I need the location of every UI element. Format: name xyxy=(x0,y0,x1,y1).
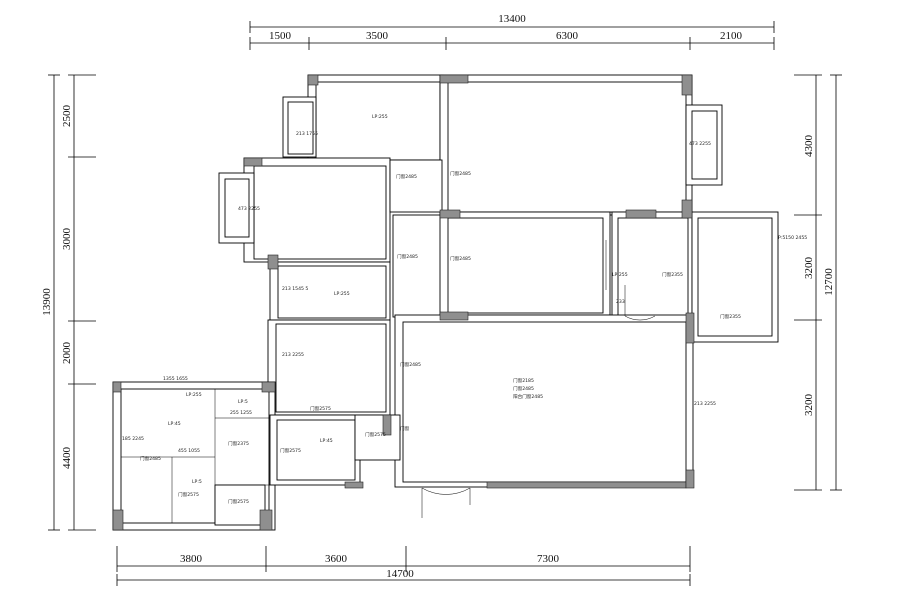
room-label: LP:255 xyxy=(186,392,202,398)
room-label: 213 2255 xyxy=(282,352,304,358)
top-total-dimension: 13400 xyxy=(498,13,526,25)
room-label: 门窗2575 xyxy=(228,498,249,505)
room-label: 门窗2485 xyxy=(513,385,534,392)
top-segment-2: 3500 xyxy=(366,30,389,42)
right-segment-3: 3200 xyxy=(803,394,815,417)
room-label: 473 2255 xyxy=(689,141,711,147)
room-label: LP:45 xyxy=(168,421,181,427)
bottom-segment-2: 3600 xyxy=(325,553,348,565)
room-label: 门窗 xyxy=(400,425,410,432)
room-label: LP:255 xyxy=(612,272,628,278)
bottom-dimensions: 3800 3600 7300 14700 xyxy=(116,546,691,586)
room-label: 455 1055 xyxy=(178,448,200,454)
right-total-dimension: 12700 xyxy=(823,268,835,296)
room-label: 门窗2185 xyxy=(513,377,534,384)
room-label: 门窗2575 xyxy=(365,431,386,438)
room-label: 185 2245 xyxy=(122,436,144,442)
left-total-dimension: 13900 xyxy=(41,288,53,316)
room-label: 255 1255 xyxy=(230,410,252,416)
room-label: 门窗2485 xyxy=(140,455,161,462)
room-label: 213 2255 xyxy=(694,401,716,407)
room-label: 门窗2575 xyxy=(310,405,331,412)
room-label: LP:255 xyxy=(372,114,388,120)
room-label: 门窗2485 xyxy=(397,253,418,260)
right-segment-2: 3200 xyxy=(803,257,815,280)
top-dimensions: 13400 1500 3500 6300 2100 xyxy=(249,13,775,50)
room-label: LP:5 xyxy=(238,399,248,405)
room-label: 门窗2575 xyxy=(178,491,199,498)
room-label: 阳台门窗2485 xyxy=(513,393,543,400)
room-label: 门窗2485 xyxy=(450,170,471,177)
room-label: 门窗2375 xyxy=(228,440,249,447)
bottom-segment-1: 3800 xyxy=(180,553,203,565)
top-segment-4: 2100 xyxy=(720,30,743,42)
room-label: P:5150 2455 xyxy=(778,235,807,241)
left-segment-3: 2000 xyxy=(61,342,73,365)
walls xyxy=(112,74,779,531)
room-label: LP:255 xyxy=(334,291,350,297)
room-label: 213 1755 xyxy=(296,131,318,137)
left-segment-4: 4400 xyxy=(61,447,73,470)
bottom-segment-3: 7300 xyxy=(537,553,560,565)
left-segment-1: 2500 xyxy=(61,105,73,128)
room-label: 233 xyxy=(616,299,625,305)
room-label: 门窗2575 xyxy=(280,447,301,454)
room-label: LP:45 xyxy=(320,438,333,444)
room-label: 门窗2485 xyxy=(400,361,421,368)
room-label: 门窗2355 xyxy=(662,271,683,278)
top-segment-1: 1500 xyxy=(269,30,292,42)
room-label: LP:5 xyxy=(192,479,202,485)
room-label: 473 2255 xyxy=(238,206,260,212)
room-label: 门窗2485 xyxy=(396,173,417,180)
room-label: 门窗2355 xyxy=(720,313,741,320)
room-label: 1355 1655 xyxy=(163,376,188,382)
doors xyxy=(421,240,656,518)
wall-columns xyxy=(112,74,695,531)
right-dimensions: 4300 3200 3200 12700 xyxy=(794,74,842,491)
room-labels: LP:255 213 1755 473 2255 473 2255 LP:255… xyxy=(122,114,807,505)
top-segment-3: 6300 xyxy=(556,30,579,42)
room-label: 门窗2485 xyxy=(450,255,471,262)
bottom-total-dimension: 14700 xyxy=(386,568,414,580)
right-segment-1: 4300 xyxy=(803,135,815,158)
left-segment-2: 3000 xyxy=(61,228,73,251)
room-label: 213 1545 5 xyxy=(282,286,308,292)
left-dimensions: 13900 2500 3000 2000 4400 xyxy=(41,74,96,531)
